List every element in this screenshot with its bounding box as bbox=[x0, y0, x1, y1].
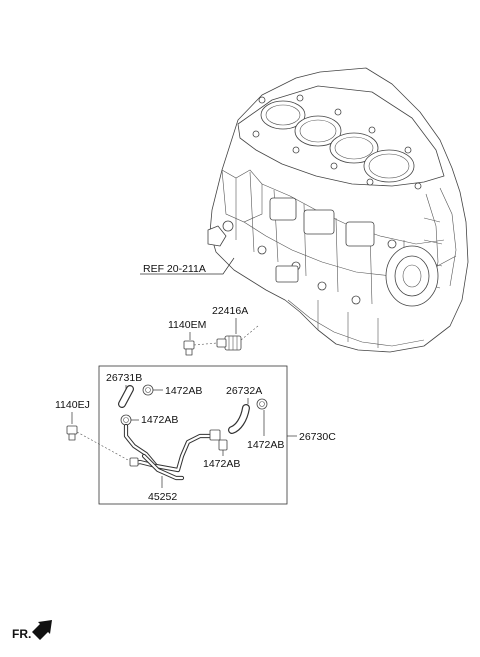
label-1140em: 1140EM bbox=[168, 319, 206, 331]
label-1472ab-mid: 1472AB bbox=[141, 414, 178, 426]
label-1472ab-low: 1472AB bbox=[203, 458, 240, 470]
ref-label: REF 20-211A bbox=[143, 263, 206, 275]
label-26732a: 26732A bbox=[226, 385, 262, 397]
bolt-1140em bbox=[183, 340, 195, 356]
clamp-1472ab-right bbox=[256, 398, 268, 410]
hose-26731b bbox=[118, 385, 134, 408]
ref-leader-line bbox=[140, 257, 235, 275]
label-22416a: 22416A bbox=[212, 305, 248, 317]
coolant-pipe-45252 bbox=[123, 423, 221, 481]
drain-plug-22416a bbox=[216, 335, 242, 351]
clamp-1472ab-top bbox=[142, 384, 154, 396]
front-arrow-icon bbox=[32, 620, 52, 640]
assembly-frame-26730c bbox=[98, 365, 288, 505]
label-1140ej: 1140EJ bbox=[55, 399, 90, 411]
label-26730c: 26730C bbox=[299, 431, 336, 443]
bolt-holes bbox=[252, 94, 422, 190]
front-direction-label: FR. bbox=[12, 627, 31, 641]
bolt-1140ej bbox=[66, 425, 78, 441]
label-1472ab-right: 1472AB bbox=[247, 439, 284, 451]
cylinder-bores bbox=[260, 100, 415, 183]
engine-block-illustration bbox=[207, 67, 469, 353]
dash-1140ej bbox=[76, 431, 129, 461]
label-1472ab-top: 1472AB bbox=[165, 385, 202, 397]
dash-1140em bbox=[193, 342, 218, 346]
hose-26732a bbox=[228, 404, 250, 434]
dash-22416a bbox=[240, 325, 259, 341]
clamp-1472ab-mid bbox=[120, 414, 132, 426]
clamp-1472ab-low bbox=[218, 439, 228, 451]
label-26731b: 26731B bbox=[106, 372, 142, 384]
crankshaft-bore bbox=[385, 245, 439, 307]
label-45252: 45252 bbox=[148, 491, 177, 503]
